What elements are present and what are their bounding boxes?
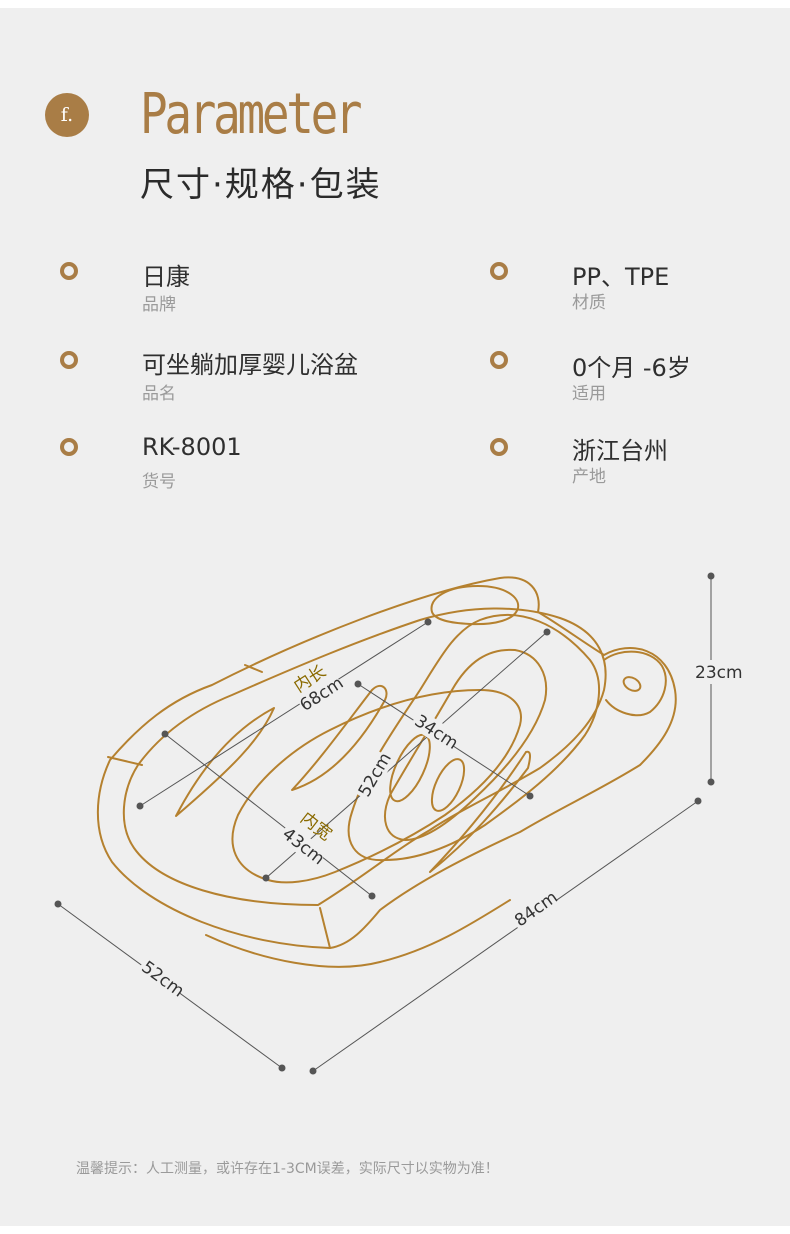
section-title-cn: 尺寸·规格·包装 — [140, 165, 382, 205]
section-badge: f. — [45, 93, 89, 137]
ring-bullet-icon — [60, 262, 78, 280]
section-title-en: Parameter — [140, 82, 363, 147]
ring-bullet-icon — [60, 438, 78, 456]
param-value: 浙江台州 — [572, 437, 668, 465]
measurement-tip: 温馨提示：人工测量，或许存在1-3CM误差，实际尺寸以实物为准！ — [76, 1161, 499, 1177]
param-label: 适用 — [572, 384, 606, 404]
param-value: 0个月 -6岁 — [572, 354, 691, 382]
param-label: 品牌 — [142, 295, 176, 315]
param-value: 日康 — [142, 263, 190, 291]
ring-bullet-icon — [60, 351, 78, 369]
height-label: 23cm — [695, 663, 743, 683]
measurement-endpoints — [54, 572, 715, 1075]
page-background — [0, 8, 790, 1226]
param-label: 材质 — [572, 293, 606, 313]
param-value: 可坐躺加厚婴儿浴盆 — [142, 351, 358, 379]
ring-bullet-icon — [490, 262, 508, 280]
ring-bullet-icon — [490, 438, 508, 456]
param-label: 品名 — [142, 384, 176, 404]
param-label: 货号 — [142, 472, 176, 492]
ring-bullet-icon — [490, 351, 508, 369]
param-label: 产地 — [572, 467, 606, 487]
param-value: PP、TPE — [572, 263, 670, 291]
param-value: RK-8001 — [142, 433, 242, 461]
